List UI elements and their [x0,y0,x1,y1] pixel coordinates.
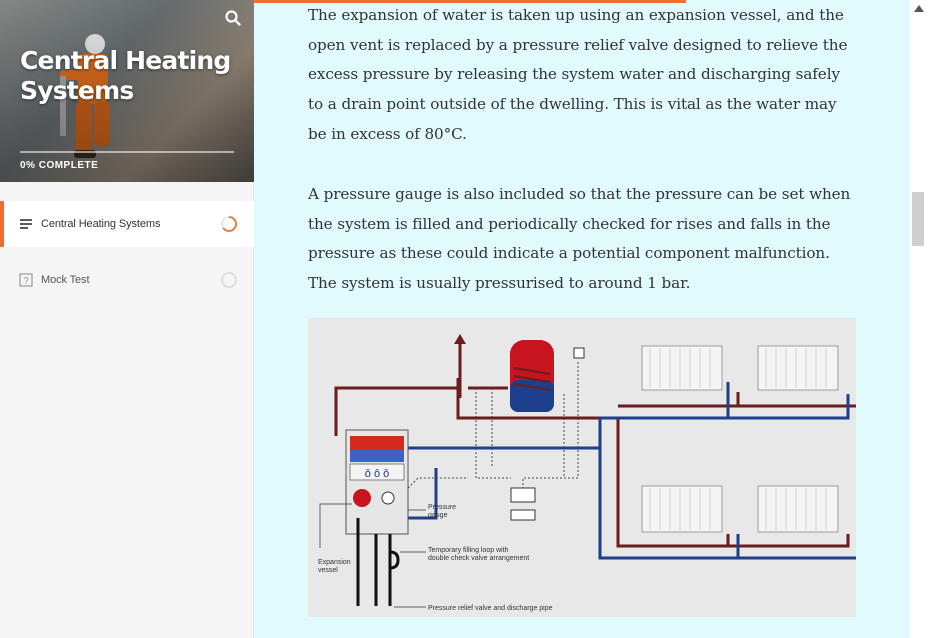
lesson-item-mock-test[interactable]: ? Mock Test [0,257,254,303]
search-icon[interactable] [224,9,242,27]
in-progress-icon [221,216,237,232]
text-lines-icon [20,219,32,229]
radiator-bottom-left [641,485,723,533]
label-filling-loop: double check valve arrangement [428,555,529,562]
boiler: ô ô ô [345,429,409,535]
reading-progress-bar [254,0,686,3]
not-started-icon [221,272,237,288]
label-pressure-gauge: gauge [428,512,448,519]
label-relief-valve: Pressure relief valve and discharge pipe [428,605,553,612]
paragraph-pressure-gauge: A pressure gauge is also included so tha… [308,185,851,293]
progress-bar [20,151,234,153]
radiator-bottom-right [757,485,839,533]
course-sidebar: Central Heating Systems 0% COMPLETE Cent… [0,0,254,638]
label-expansion-vessel: vessel [318,567,338,574]
quiz-icon: ? [19,273,33,287]
paragraph-expansion: The expansion of water is taken up using… [308,6,848,143]
label-filling-loop: Temporary filling loop with [428,547,509,554]
scrollbar-thumb[interactable] [912,192,924,246]
discharge-pipes [356,518,400,606]
sealed-system-diagram: ô ô ô [308,318,856,617]
radiator-top-left [641,345,723,391]
return-pipes [394,382,856,560]
lesson-label: Mock Test [41,274,90,286]
heating-schematic: ô ô ô [318,334,856,612]
lesson-content: The expansion of water is taken up using… [254,0,910,638]
room-thermostat [573,347,585,359]
lesson-item-central-heating-systems[interactable]: Central Heating Systems [0,201,254,247]
lesson-label: Central Heating Systems [41,218,161,230]
progress-label: 0% COMPLETE [20,160,99,171]
worker-illustration [60,34,110,158]
course-hero: Central Heating Systems 0% COMPLETE [0,0,254,182]
control-box [510,487,536,521]
hot-water-cylinder [510,340,554,412]
label-pressure-gauge: Pressure [428,504,456,511]
svg-text:ô ô ô: ô ô ô [365,468,389,480]
radiator-top-right [757,345,839,391]
vent-arrow [454,334,466,344]
scrollbar[interactable] [910,0,929,638]
scroll-up-icon[interactable] [913,4,925,14]
label-expansion-vessel: Expansion [318,559,351,566]
course-title: Central Heating Systems [20,46,231,105]
svg-text:?: ? [23,276,29,287]
